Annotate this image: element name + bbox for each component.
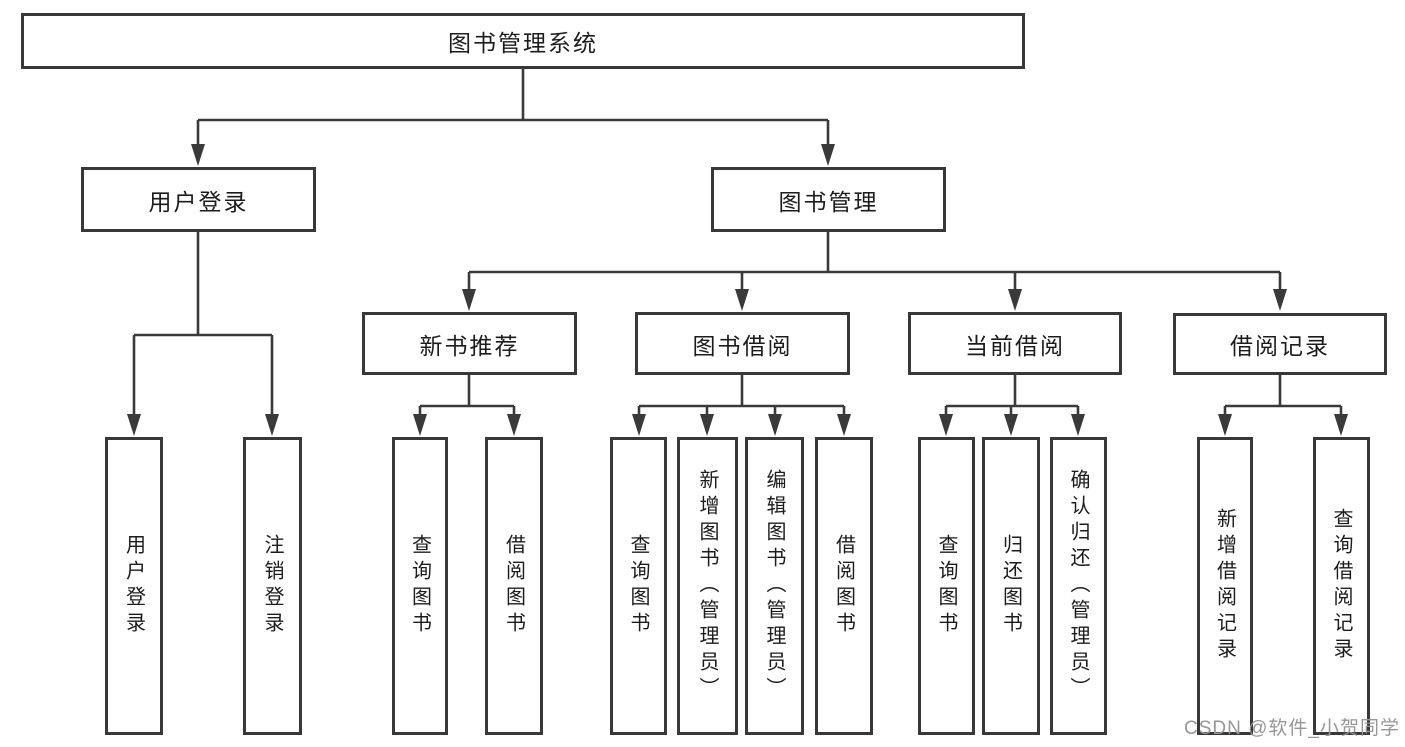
- leaf-query-book-borrow: 查询图书: [610, 437, 667, 735]
- node-new-book-recommend: 新书推荐: [362, 312, 577, 375]
- arrowheads: [127, 144, 1348, 436]
- node-book-management: 图书管理: [711, 167, 946, 232]
- node-current-borrow: 当前借阅: [908, 312, 1122, 375]
- leaf-logout: 注销登录: [243, 437, 302, 735]
- node-user-login: 用户登录: [81, 167, 316, 232]
- leaf-query-book-recommend: 查询图书: [392, 437, 448, 735]
- leaf-confirm-return-admin: 确认归还（管理员）: [1050, 437, 1107, 735]
- node-borrow-record: 借阅记录: [1173, 313, 1387, 375]
- node-root: 图书管理系统: [21, 13, 1025, 69]
- leaf-borrow-book: 借阅图书: [815, 437, 873, 735]
- csdn-watermark: CSDN @软件_小贺同学: [1184, 718, 1400, 739]
- leaf-borrow-book-recommend: 借阅图书: [485, 437, 543, 735]
- node-book-borrow: 图书借阅: [635, 312, 850, 375]
- leaf-add-book-admin: 新增图书（管理员）: [677, 437, 738, 735]
- leaf-query-book-current: 查询图书: [918, 437, 975, 735]
- leaf-user-login: 用户登录: [105, 437, 163, 735]
- tree-edges: [132, 69, 1343, 418]
- leaf-query-borrow-record: 查询借阅记录: [1313, 437, 1370, 735]
- leaf-add-borrow-record: 新增借阅记录: [1197, 437, 1253, 735]
- leaf-return-book: 归还图书: [982, 437, 1040, 735]
- leaf-edit-book-admin: 编辑图书（管理员）: [745, 437, 804, 735]
